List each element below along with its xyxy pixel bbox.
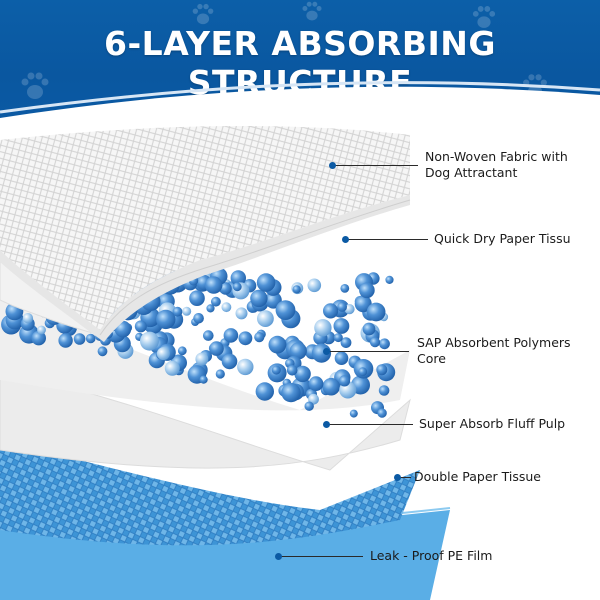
sap-bead [292,285,301,294]
sap-bead [205,276,223,294]
layer-label-non-woven-fabric: Non-Woven Fabric with Dog Attractant [425,149,568,180]
sap-bead [271,365,281,375]
sap-bead [323,303,339,319]
callout-dot [323,421,330,428]
sap-bead [268,335,287,354]
sap-bead [164,360,180,376]
sap-bead [304,401,314,411]
sap-bead [340,284,350,293]
leader-line [327,424,413,425]
sap-bead [362,322,376,336]
sap-bead [232,282,242,292]
sap-bead [377,408,387,418]
sap-bead [376,364,388,376]
sap-bead [275,300,296,320]
sap-bead [221,353,238,370]
sap-bead [286,365,298,376]
leader-line [279,556,363,557]
double-tissue-layer [0,440,420,546]
sap-bead [378,385,390,396]
sap-bead [289,342,307,360]
paw-print-icon [302,1,322,21]
sap-bead [250,289,268,308]
sap-bead [195,352,209,366]
sap-bead [354,295,372,313]
fluff-pulp-layer [0,369,411,471]
sap-bead [31,330,46,346]
sap-bead [177,346,187,356]
paw-print-icon [472,6,496,28]
layer-label-fluff-pulp: Super Absorb Fluff Pulp [419,416,566,431]
sap-bead [182,306,192,316]
sap-bead [379,338,390,350]
leader-line [327,351,409,352]
sap-bead [206,304,215,313]
sap-bead [172,306,183,317]
sap-bead [333,333,343,343]
layer-label-pe-film: Leak - Proof PE Film [370,548,493,563]
sap-bead [203,330,214,341]
callout-dot [342,236,349,243]
paw-print-icon [192,3,214,25]
sap-bead [338,375,351,387]
sap-bead [294,365,311,383]
sap-bead [189,290,205,307]
sap-bead [209,341,224,356]
leader-line [346,239,428,240]
sap-bead [223,328,239,343]
callout-dot [329,162,336,169]
layer-label-sap-core: SAP Absorbent Polymers Core [417,335,571,366]
leader-line [333,165,418,166]
layer-label-quick-dry-tissue: Quick Dry Paper Tissu [434,231,571,246]
sap-bead [256,273,276,292]
sap-bead [308,376,324,392]
sap-bead [369,337,381,348]
callout-dot [323,348,330,355]
sap-bead [215,369,225,379]
sap-bead [230,270,246,286]
sap-bead [359,282,375,299]
sap-bead [134,320,147,333]
sap-bead [254,332,265,343]
sap-bead [193,313,204,324]
non-woven-fabric-layer [0,125,410,331]
sap-bead [211,296,221,307]
paw-print-icon [21,72,49,99]
sap-bead [140,331,159,351]
sap-bead [366,302,386,322]
sap-bead [340,337,352,348]
sap-bead [333,318,350,334]
callout-dot [394,474,401,481]
sap-bead [337,302,347,312]
sap-bead [37,325,46,335]
sap-bead [156,309,176,330]
sap-bead [334,351,349,366]
sap-bead [97,346,108,357]
sap-bead [156,347,170,361]
layer-label-double-tissue: Double Paper Tissue [414,469,542,484]
sap-bead [237,358,254,376]
sap-bead [238,331,253,346]
sap-bead [349,409,358,418]
sap-bead [221,302,232,313]
sap-bead [307,278,322,293]
sap-bead [322,377,341,396]
sap-bead [235,307,248,320]
leader-line [398,477,411,478]
sap-bead [199,375,208,384]
sap-bead [358,367,368,377]
sap-bead [255,382,274,401]
callout-dot [275,553,282,560]
sap-bead [22,313,34,324]
sap-bead [73,333,86,345]
sap-bead [314,319,332,337]
sap-bead [281,382,301,403]
sap-bead [257,310,274,327]
sap-bead [85,333,96,344]
sap-bead [58,333,73,348]
sap-bead [385,275,394,284]
